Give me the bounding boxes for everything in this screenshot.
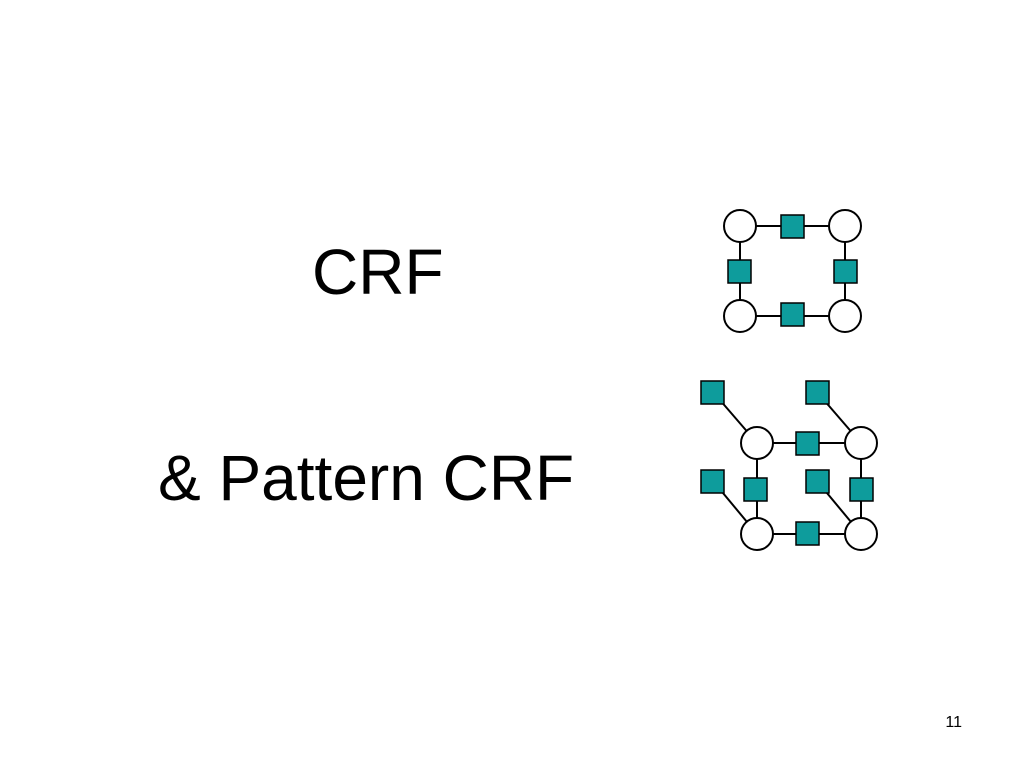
crf-variable-nodes xyxy=(723,209,862,333)
factor-node xyxy=(805,380,830,405)
pattern-crf-edges xyxy=(712,391,862,535)
variable-node xyxy=(723,299,757,333)
factor-node xyxy=(780,214,805,239)
factor-node xyxy=(833,259,858,284)
factor-node xyxy=(795,521,820,546)
factor-node xyxy=(700,380,725,405)
factor-node xyxy=(795,431,820,456)
factor-node xyxy=(700,469,725,494)
variable-node xyxy=(723,209,757,243)
factor-node xyxy=(727,259,752,284)
factor-node xyxy=(805,469,830,494)
variable-node xyxy=(844,426,878,460)
variable-node xyxy=(740,517,774,551)
variable-node xyxy=(740,426,774,460)
pattern-factor-nodes xyxy=(700,380,874,546)
variable-node xyxy=(828,209,862,243)
factor-node xyxy=(849,477,874,502)
slide-number: 11 xyxy=(945,714,962,731)
pattern-crf-heading: & Pattern CRF xyxy=(158,442,575,514)
pattern-variable-nodes xyxy=(740,426,878,551)
variable-node xyxy=(828,299,862,333)
crf-factor-nodes xyxy=(727,214,858,327)
crf-heading: CRF xyxy=(312,236,444,308)
variable-node xyxy=(844,517,878,551)
factor-node xyxy=(780,302,805,327)
factor-node xyxy=(743,477,768,502)
